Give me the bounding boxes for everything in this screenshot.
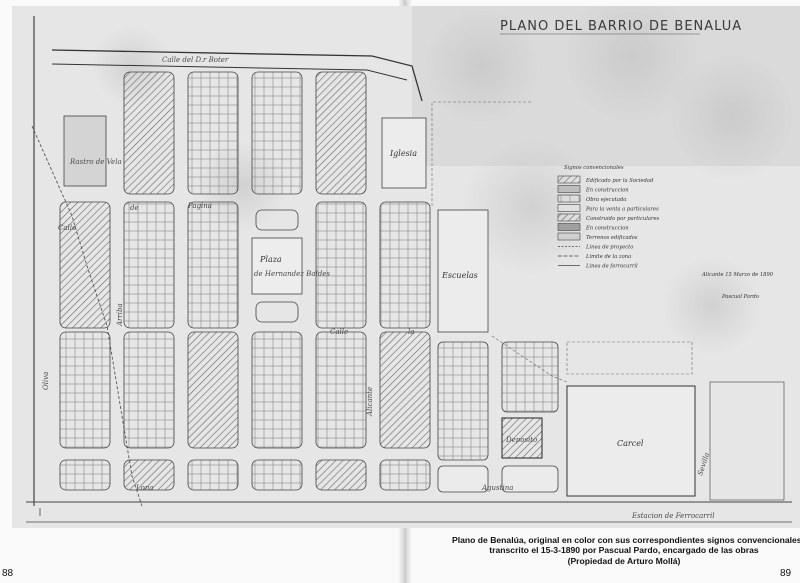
escuelas-label: Escuelas [441, 271, 478, 280]
caption-line-1: Plano de Benalúa, original en color con … [452, 535, 800, 545]
city-block [123, 331, 175, 449]
rastro-building [63, 115, 107, 187]
street-alicante: Alicante [366, 387, 374, 417]
page-number-right: 89 [780, 568, 792, 579]
legend-item-label: Obra ejecutada [586, 197, 626, 203]
street-arriba: Arriba [116, 303, 124, 327]
city-block [437, 465, 489, 493]
legend-swatch [557, 223, 581, 231]
signature: Pascual Pardo [721, 294, 759, 300]
rastro-label: Rastro de Vela [69, 158, 122, 166]
street-calle-2: Calle [330, 328, 348, 336]
city-block [187, 71, 239, 195]
city-block [251, 71, 303, 195]
city-block [501, 341, 559, 413]
legend-item-label: Construido por particulares [586, 216, 660, 222]
city-block [123, 201, 175, 329]
city-block [59, 459, 111, 491]
city-block [315, 331, 367, 449]
caption-line-3: (Propiedad de Arturo Mollá) [567, 555, 681, 566]
street-calle: Calle [58, 224, 76, 232]
street-oliva: Oliva [42, 372, 50, 390]
city-block [379, 459, 431, 491]
city-block [315, 459, 367, 491]
city-block [123, 71, 175, 195]
top-street-edge [51, 49, 423, 102]
plaza-block [251, 237, 303, 295]
legend-item-label: Limite de la zona [585, 254, 631, 260]
city-block [59, 201, 111, 329]
map-drawing: PLANO DEL BARRIO DE BENALUA Calle del D.… [12, 6, 800, 528]
map-title: PLANO DEL BARRIO DE BENALUA [500, 19, 742, 34]
legend-title: Signos convencionales [564, 165, 624, 171]
carcel-label: Carcel [617, 439, 644, 448]
city-block [379, 331, 431, 449]
legend-item-label: Linea de ferrocarril [585, 264, 638, 270]
iglesia-label: Iglesia [389, 149, 417, 158]
deposito-label: Deposito [505, 436, 537, 444]
legend-swatch [557, 204, 581, 212]
city-block [187, 459, 239, 491]
street-bottom-right: Agustina [481, 484, 513, 492]
street-top: Calle del D.r Boter [162, 56, 229, 64]
city-block [315, 201, 367, 329]
page-number-left: 88 [2, 568, 14, 579]
street-rail: Estacion de Ferrocarril [631, 512, 714, 520]
legend-item-label: En construccion [585, 188, 629, 194]
city-block [123, 459, 175, 491]
city-block [251, 459, 303, 491]
street-pagination: Pagina [187, 202, 212, 210]
legend-swatch [557, 185, 581, 193]
carcel-building [566, 385, 696, 497]
city-block [187, 201, 239, 329]
neighborhood-map: PLANO DEL BARRIO DE BENALUA Calle del D.… [12, 6, 800, 528]
legend-swatch [557, 175, 581, 184]
iglesia-building [381, 117, 427, 189]
city-block [187, 331, 239, 449]
city-block [379, 201, 431, 329]
city-blocks [59, 71, 559, 493]
city-block [437, 341, 489, 461]
city-block [501, 465, 559, 493]
plaza-sub-label: de Hernandez Baldes [254, 270, 330, 278]
legend-item-label: Edificado por la Sociedad [585, 178, 654, 184]
street-de: de [130, 204, 139, 212]
legend-swatch [557, 194, 581, 203]
date-note: Alicante 15 Marzo de 1890 [701, 272, 774, 278]
legend-item-label: Terrenos edificados [586, 235, 638, 241]
legend-item-label: En construccion [585, 226, 629, 232]
escuelas-building [437, 209, 489, 333]
legend-item-label: Para la venta a particulares [585, 207, 659, 213]
city-block [315, 71, 367, 195]
city-block [59, 331, 111, 449]
legend-swatch [557, 213, 581, 222]
caption-line-2: transcrito el 15-3-1890 por Pascual Pard… [489, 545, 759, 556]
plaza-label: Plaza [259, 255, 282, 264]
figure-caption: Plano de Benalúa, original en color con … [452, 535, 800, 566]
street-la: la [408, 328, 414, 336]
city-block [251, 331, 303, 449]
deposito-building [501, 417, 543, 459]
street-bottom-left: Lona [135, 484, 154, 492]
map-legend: Signos convencionales Edificado por la S… [557, 165, 660, 270]
legend-swatch [557, 232, 581, 241]
legend-item-label: Linea de proyecto [585, 245, 633, 251]
